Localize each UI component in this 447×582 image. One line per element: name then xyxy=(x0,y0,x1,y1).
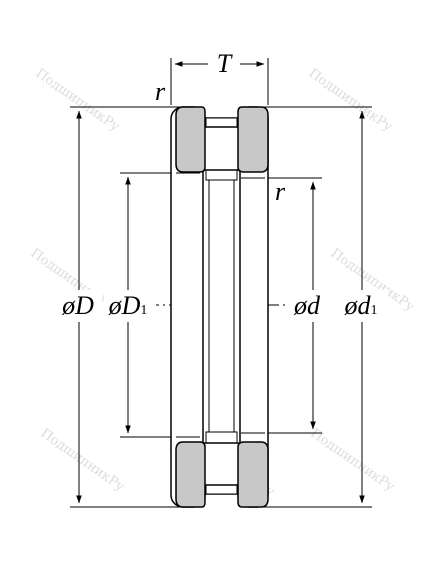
label-d: ød xyxy=(293,291,321,320)
dimension-labels: T r r øD øD1 ød ød1 xyxy=(61,49,377,320)
bottom-right-section xyxy=(237,441,269,508)
bottom-roller xyxy=(200,442,242,486)
label-D1-sub: 1 xyxy=(140,303,147,318)
label-d1: ød1 xyxy=(344,291,378,320)
top-right-section xyxy=(237,106,269,173)
watermark-text: ПодшипникРу xyxy=(33,66,123,135)
label-d-text: ød xyxy=(293,291,321,320)
top-left-section xyxy=(175,106,206,173)
label-D1-text: øD xyxy=(108,291,141,320)
watermark-text: ПодшипникРу xyxy=(38,426,128,495)
bearing-body xyxy=(170,106,269,508)
label-D-text: øD xyxy=(61,291,94,320)
label-d1-text: ød xyxy=(344,291,372,320)
watermark-text: ПодшипникРу xyxy=(308,426,398,495)
bottom-left-section xyxy=(175,441,206,508)
label-T: T xyxy=(217,49,233,78)
roller-sections xyxy=(175,106,269,508)
watermark-text: ПодшипникРу xyxy=(306,66,396,135)
label-D: øD xyxy=(61,291,94,320)
top-roller xyxy=(200,126,242,171)
label-d1-sub: 1 xyxy=(371,303,378,318)
label-D1: øD1 xyxy=(108,291,148,320)
label-r-top: r xyxy=(155,77,166,106)
label-masks xyxy=(56,50,388,322)
label-r-right: r xyxy=(275,177,286,206)
